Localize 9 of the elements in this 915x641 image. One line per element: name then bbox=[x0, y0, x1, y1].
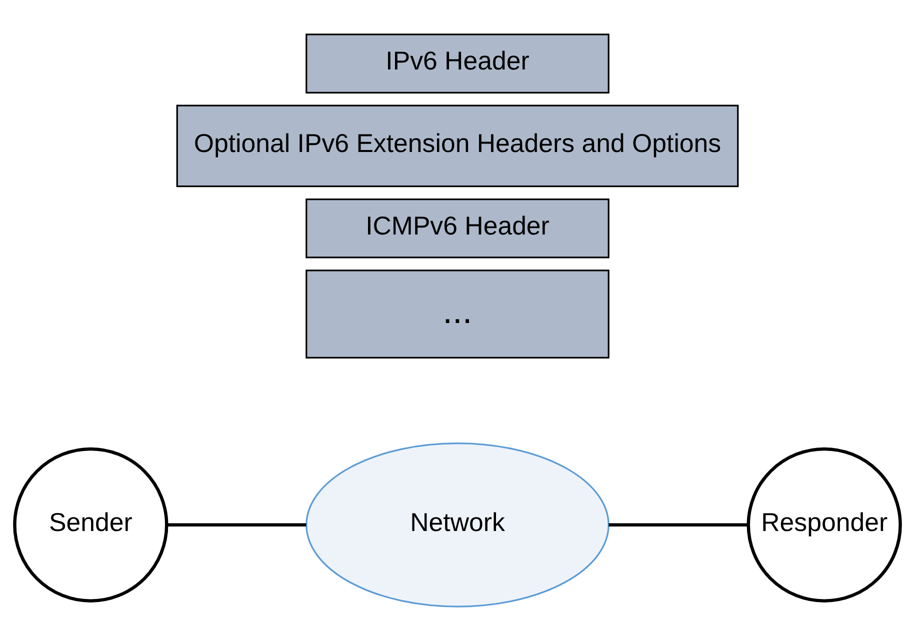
node-box: Optional IPv6 Extension Headers and Options bbox=[176, 104, 739, 188]
node-circle: Sender bbox=[13, 447, 168, 602]
connector bbox=[167, 523, 306, 527]
node-circle: Responder bbox=[746, 447, 902, 602]
node-ellipse: Network bbox=[306, 442, 610, 608]
node-box: IPv6 Header bbox=[306, 34, 610, 94]
node-box: ICMPv6 Header bbox=[306, 198, 610, 258]
node-box: ... bbox=[306, 270, 610, 358]
connector bbox=[608, 523, 748, 527]
